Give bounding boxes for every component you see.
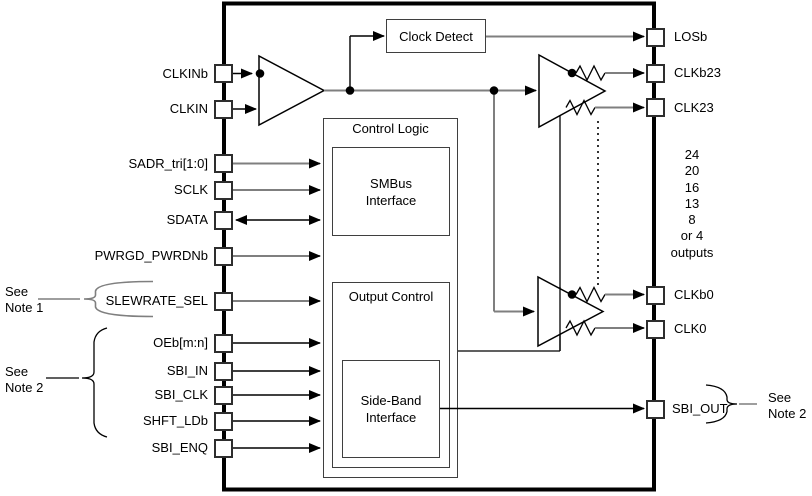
clkin-input-wires: [233, 68, 257, 114]
control-input-wires-gray: [233, 158, 321, 306]
resistor-icon: [565, 319, 596, 337]
pin-SCLK: [214, 180, 233, 200]
pin-SLEWRATE_SEL: [214, 291, 233, 311]
see-note2-right-text: See Note 2: [768, 390, 807, 421]
pin-OEb: [214, 333, 233, 353]
pin-SHFT_LDb: [214, 411, 233, 431]
junction-dot: [489, 86, 499, 95]
see-note1-text: See Note 1: [5, 284, 44, 315]
pin-SBI_CLK: [214, 385, 233, 405]
pin-label-CLK0: CLK0: [674, 321, 707, 336]
inverting-output-dot: [567, 68, 577, 78]
pin-CLK0: [646, 319, 665, 339]
resistor-icon: [575, 286, 606, 303]
pin-label-SCLK: SCLK: [174, 182, 208, 197]
pin-label-SBI_OUT: SBI_OUT: [672, 401, 728, 416]
see-note2-left-text: See Note 2: [5, 364, 44, 395]
smbus-interface-label: SMBus Interface: [365, 175, 417, 208]
pin-CLKIN: [214, 99, 233, 119]
note1-brace: [83, 280, 154, 318]
pin-label-CLK23: CLK23: [674, 99, 714, 115]
pin-label-SHFT_LDb: SHFT_LDb: [142, 413, 208, 428]
pin-label-SLEWRATE_SEL: SLEWRATE_SEL: [105, 293, 208, 308]
note2-brace: [81, 327, 108, 438]
inverting-output-dot: [567, 290, 577, 299]
pin-label-CLKb23: CLKb23: [674, 65, 721, 80]
output-buffer-top-icon: [538, 53, 607, 129]
pin-label-SDATA: SDATA: [166, 212, 208, 227]
pin-PWRGD_PWRDNb: [214, 246, 233, 266]
control-input-wires-black: [233, 338, 321, 453]
output-buffer-bottom-icon: [537, 275, 605, 348]
pin-label-SBI_ENQ: SBI_ENQ: [151, 440, 208, 455]
resistor-icon: [575, 64, 606, 82]
clock-detect-block: Clock Detect: [386, 19, 486, 53]
clock-path-wires: [324, 85, 537, 317]
sbi-out-brace: [705, 384, 738, 424]
control-logic-label: Control Logic: [352, 121, 429, 136]
pin-label-CLKb0: CLKb0: [674, 287, 714, 302]
input-buffer-icon: [258, 54, 326, 127]
pin-label-CLKIN: CLKIN: [169, 101, 208, 116]
pin-SADR_tri: [214, 154, 233, 173]
pin-SBI_IN: [214, 361, 233, 381]
pin-LOSb: [646, 27, 665, 47]
inverting-input-dot: [255, 69, 265, 78]
smbus-interface-block: SMBus Interface: [332, 147, 450, 236]
output-control-block: [332, 282, 450, 468]
pin-label-SBI_CLK: SBI_CLK: [154, 387, 208, 402]
pin-label-SBI_IN: SBI_IN: [166, 363, 208, 378]
pin-CLKINb: [214, 64, 233, 83]
sideband-interface-block: Side-Band Interface: [342, 360, 440, 458]
pin-label-LOSb: LOSb: [674, 29, 708, 44]
control-logic-block: [323, 118, 458, 478]
clock-detect-label: Clock Detect: [399, 28, 473, 44]
output-count-note: 24 20 16 13 8 or 4 outputs: [670, 147, 714, 260]
pin-CLKb0: [646, 285, 665, 305]
pin-SBI_OUT: [646, 399, 665, 419]
pin-label-CLKINb: CLKINb: [162, 65, 208, 81]
pin-CLKb23: [646, 63, 665, 83]
sideband-interface-label: Side-Band Interface: [360, 393, 422, 425]
clock-detect-wires: [349, 31, 385, 91]
output-control-label: Output Control: [348, 289, 434, 304]
pin-SDATA: [214, 210, 233, 230]
pin-CLK23: [646, 98, 665, 117]
pin-SBI_ENQ: [214, 438, 233, 458]
pin-label-SADR_tri: SADR_tri[1:0]: [128, 155, 208, 171]
pin-label-PWRGD_PWRDNb: PWRGD_PWRDNb: [94, 248, 208, 263]
resistor-icon: [565, 99, 596, 116]
pin-label-OEb: OEb[m:n]: [153, 335, 208, 350]
